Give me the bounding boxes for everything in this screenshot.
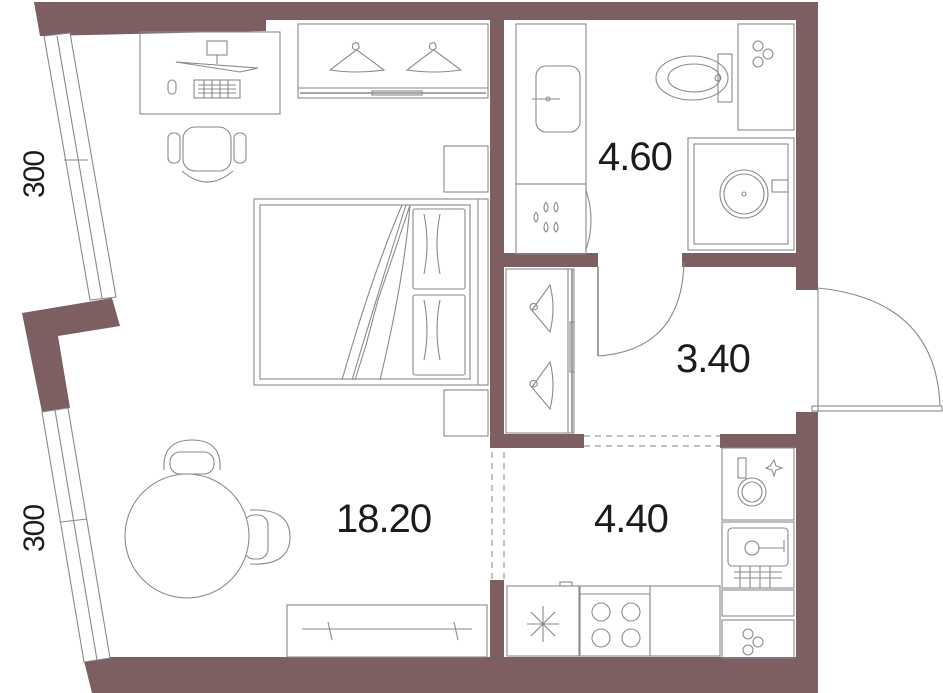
toilet-icon — [655, 53, 733, 103]
nightstand — [443, 145, 489, 193]
stove-icon — [579, 585, 651, 657]
window-upper — [43, 32, 117, 301]
tv-stand — [286, 604, 488, 658]
hanger-icon — [328, 42, 463, 73]
hanger-icon — [529, 283, 554, 411]
washbasin-icon — [515, 23, 587, 185]
bathroom-area: 4.60 — [598, 135, 672, 179]
kitchen-opening — [491, 435, 720, 580]
desk — [139, 31, 281, 115]
shower-icon — [687, 137, 795, 251]
wardrobe-top — [297, 23, 489, 99]
shelf-cabinet — [721, 619, 795, 659]
kitchen-area: 4.40 — [594, 497, 668, 541]
walls — [22, 2, 818, 693]
kitchen-sink-icon — [721, 521, 795, 589]
monitor-icon — [175, 40, 259, 73]
wardrobe-hall — [505, 268, 575, 434]
shelf-cabinet — [737, 23, 795, 131]
kitchen-counter — [649, 585, 721, 657]
washing-machine-icon — [515, 183, 592, 255]
office-chair-icon — [167, 126, 247, 183]
kitchen-cabinet — [721, 589, 795, 617]
window-dimension-upper: 300 — [18, 151, 51, 198]
keyboard-icon — [193, 79, 241, 99]
double-bed-icon — [253, 198, 489, 386]
dishwasher-icon — [721, 447, 795, 521]
dining-chair-icon — [163, 439, 221, 475]
living-room-area: 18.20 — [336, 497, 431, 541]
window-dimension-lower: 300 — [18, 505, 51, 552]
refrigerator-icon — [506, 581, 580, 657]
entrance-door — [811, 287, 943, 412]
dining-chair-icon — [243, 509, 291, 565]
mouse-icon — [167, 79, 177, 95]
round-dining-table-icon — [124, 473, 250, 599]
hallway-area: 3.40 — [676, 337, 750, 381]
nightstand — [443, 389, 489, 437]
bathroom-door — [597, 261, 685, 357]
window-lower — [41, 407, 111, 663]
